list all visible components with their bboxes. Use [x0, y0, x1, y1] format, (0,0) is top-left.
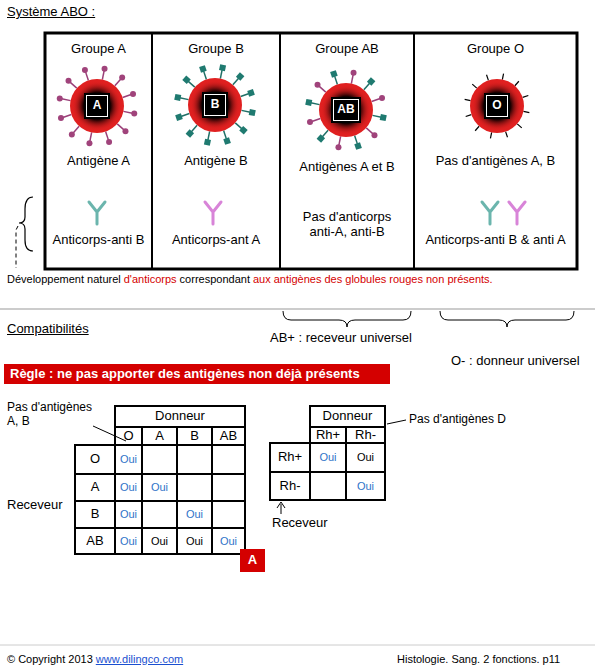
row-header: A: [76, 475, 114, 500]
footnote: d'anticorps: [124, 273, 177, 286]
row-header: Rh-: [271, 473, 309, 499]
cell-letter-box: B: [202, 92, 228, 118]
rule-banner: Règle : ne pas apporter des antigènes no…: [4, 364, 390, 384]
bracket-label: O- : donneur universel: [451, 354, 580, 369]
row-header: B: [76, 502, 114, 527]
axis-label: Receveur: [272, 516, 328, 531]
blood-group-panel: Groupe A Antigène A Anticorps-anti B A: [45, 33, 152, 269]
antibody-label: Anticorps-anti B & anti A: [416, 233, 575, 248]
leader-lines: [93, 420, 406, 514]
column-header: Rh-: [347, 428, 384, 442]
cell-letter-box: A: [84, 93, 110, 119]
compat-cell: Oui: [347, 444, 384, 471]
blood-group-panel: Groupe O Pas d'antigènes A, B Anticorps-an…: [414, 33, 577, 269]
axis-label: Receveur: [7, 498, 63, 513]
blood-group-panel: Groupe AB Antigènes A et B Pas d'anticorps…: [280, 33, 414, 269]
table-header: Donneur: [116, 407, 244, 426]
compat-cell: Oui: [116, 475, 141, 500]
row-header: Rh+: [271, 444, 309, 471]
outer-box: [45, 33, 577, 269]
leader-note: Pas d'antigènes A, B: [7, 401, 93, 429]
section-heading: Compatibilités: [7, 322, 89, 337]
column-header: A: [143, 428, 176, 444]
compat-cell: Oui: [143, 475, 176, 500]
footnote: correspondant: [180, 273, 250, 286]
group-name: Groupe O: [416, 42, 575, 57]
footnote: Développement naturel: [7, 273, 121, 286]
column-header: AB: [213, 428, 244, 444]
group-name: Groupe AB: [282, 42, 412, 57]
antibody-label: Pas d'anticorps anti-A, anti-B: [291, 210, 403, 240]
column-header: O: [116, 428, 141, 444]
footer-rule: [0, 645, 595, 646]
compat-cell: Oui: [116, 502, 141, 527]
compat-cell: Oui: [347, 473, 384, 499]
cell-letter: O: [489, 99, 504, 113]
compat-cell: Oui: [178, 529, 211, 553]
table-tag: A: [240, 549, 265, 572]
cell-letter-box: AB: [331, 97, 361, 123]
separator: [0, 309, 595, 310]
compat-cell: Oui: [311, 444, 345, 471]
column-header: B: [178, 428, 211, 444]
compat-cell: Oui: [116, 529, 141, 553]
blood-group-panel: Groupe B Antigène B Anticorps-ant A B: [152, 33, 280, 269]
antibody-label: Anticorps-ant A: [154, 233, 278, 248]
compat-cell: Oui: [143, 529, 176, 553]
page-footer: Histologie. Sang. 2 fonctions. p11: [397, 653, 560, 666]
cell-letter: B: [208, 98, 223, 112]
row-header: O: [76, 446, 114, 473]
dashed-leader: [16, 226, 18, 268]
bracket: [440, 311, 574, 327]
compat-cell: Oui: [213, 529, 244, 553]
antigen-label: Antigène A: [47, 154, 150, 169]
antigen-label: Pas d'antigènes A, B: [416, 154, 575, 169]
group-name: Groupe B: [154, 42, 278, 57]
cell-letter: A: [90, 99, 105, 113]
compat-cell: Oui: [116, 446, 141, 473]
column-header: Rh+: [311, 428, 345, 442]
antigen-label: Antigène B: [154, 154, 278, 169]
cell-letter-box: O: [484, 93, 510, 119]
group-name: Groupe A: [47, 42, 150, 57]
leader-note: Pas d'antigènes D: [409, 413, 506, 427]
website-link: www.dilingco.com: [96, 653, 183, 666]
bracket-label: AB+ : receveur universel: [270, 331, 412, 346]
rh-table-grid: [270, 406, 385, 500]
antibody-label: Anticorps-anti B: [47, 233, 150, 248]
bracket: [283, 311, 411, 327]
red-cells: [57, 64, 530, 150]
compat-cell: Oui: [178, 502, 211, 527]
column-dividers: [152, 33, 414, 269]
abo-table-grid: [75, 406, 245, 554]
antigen-label: Antigènes A et B: [282, 160, 412, 175]
title: Système ABO :: [7, 5, 95, 20]
brace: [19, 197, 33, 251]
rule-text: Règle : ne pas apporter des antigènes no…: [4, 367, 368, 382]
cell-letter: AB: [334, 103, 357, 117]
footnote: aux antigènes des globules rouges non pr…: [253, 273, 493, 286]
copyright: © Copyright 2013: [7, 653, 93, 666]
table-header: Donneur: [311, 407, 384, 426]
row-header: AB: [76, 529, 114, 553]
tag-letter: A: [244, 553, 261, 568]
